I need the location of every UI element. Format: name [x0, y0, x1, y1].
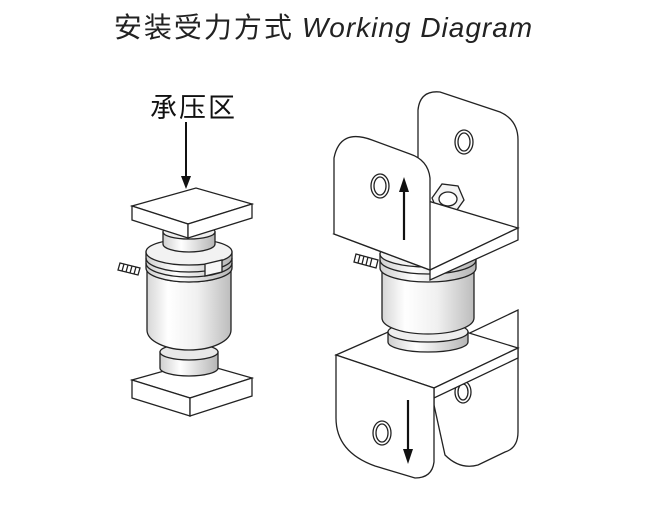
- compression-load-cell: [117, 122, 255, 417]
- title-english: Working Diagram: [301, 12, 534, 43]
- down-force-arrow-right: [403, 400, 413, 464]
- up-force-arrow: [399, 177, 409, 240]
- down-force-arrow: [181, 122, 191, 189]
- title-chinese: 安装受力方式: [113, 11, 294, 44]
- cable-connector-right: [353, 253, 379, 269]
- compression-zone-label: 承压区: [150, 93, 237, 124]
- top-plate: [129, 187, 255, 239]
- tension-load-cell-assembly: [332, 91, 520, 479]
- cable-connector: [117, 262, 141, 276]
